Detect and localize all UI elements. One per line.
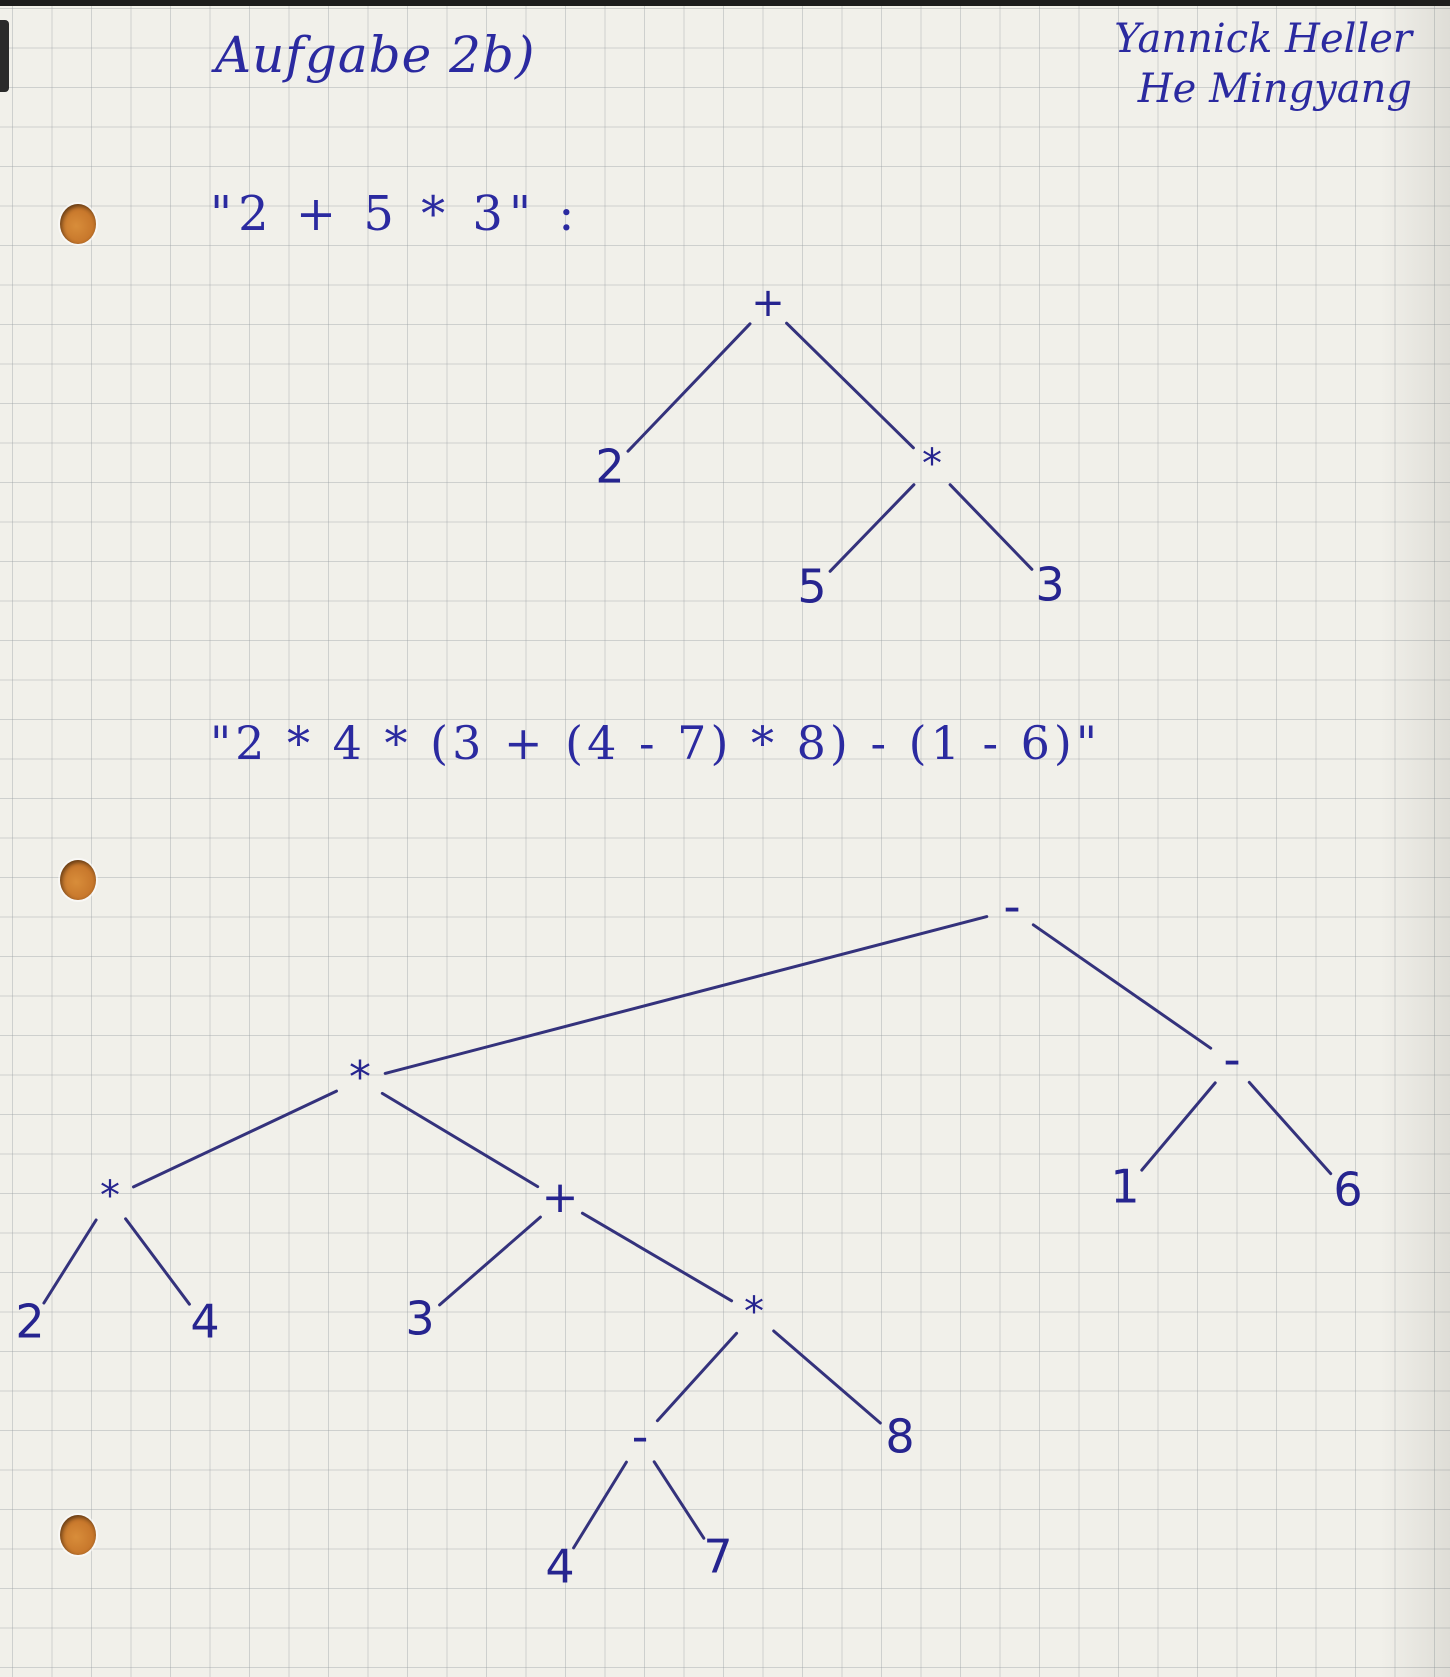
tree-node: 3 — [405, 1292, 434, 1346]
tree-edge — [42, 1218, 98, 1305]
tree-edge — [655, 1331, 739, 1423]
tree-edge — [383, 915, 989, 1075]
tree-edge — [948, 483, 1034, 571]
tree-edge — [652, 1460, 706, 1540]
tree-edge — [132, 1089, 338, 1189]
tree-node: 2 — [595, 440, 624, 494]
binder-edge-mark — [0, 20, 9, 92]
tree-node: - — [1003, 879, 1020, 935]
tree-edge — [626, 322, 752, 453]
page-heading: Aufgabe 2b) — [215, 26, 536, 84]
tree-node: * — [349, 1052, 371, 1103]
tree-edge — [1031, 923, 1213, 1050]
tree-edge — [380, 1091, 540, 1189]
tree-node: + — [751, 280, 785, 326]
tree-edge — [1247, 1080, 1333, 1176]
tree-node: 6 — [1333, 1163, 1362, 1217]
expression-2: "2 * 4 * (3 + (4 - 7) * 8) - (1 - 6)" — [210, 716, 1102, 770]
tree-edge — [828, 483, 916, 573]
page-shadow — [1380, 0, 1450, 1677]
tree-edge — [124, 1217, 191, 1306]
tree-nodes: +2 * 5 3 - * - * +2 4 3 * - 8 4 7 1 6 — [15, 280, 1362, 1594]
tree-edge — [438, 1215, 542, 1307]
tree-edge — [572, 1460, 628, 1550]
tree-node: - — [632, 1410, 649, 1464]
tree-edge — [580, 1211, 734, 1303]
tree-node: 1 — [1110, 1160, 1139, 1214]
author-line-2: He Mingyang — [1137, 66, 1412, 112]
tree-node: 2 — [15, 1295, 44, 1349]
tree-node: 3 — [1035, 558, 1064, 612]
tree-edges — [42, 321, 1333, 1550]
tree-node: * — [100, 1173, 120, 1219]
tree-node: 4 — [545, 1540, 574, 1594]
punch-hole-icon — [60, 860, 96, 900]
tree-node: + — [542, 1172, 579, 1223]
punch-hole-icon — [60, 1515, 96, 1555]
tree-node: 7 — [703, 1530, 732, 1584]
author-line-1: Yannick Heller — [1114, 16, 1412, 62]
tree-node: 4 — [190, 1295, 219, 1349]
expression-1: "2 + 5 * 3" : — [210, 186, 581, 242]
tree-edge — [785, 321, 915, 450]
tree-node: - — [1223, 1032, 1240, 1088]
photo-top-edge — [0, 0, 1450, 6]
punch-hole-icon — [60, 204, 96, 244]
tree-node: * — [922, 441, 942, 487]
author-signature: Yannick Heller He Mingyang — [1052, 14, 1412, 134]
tree-node: 5 — [797, 560, 826, 614]
tree-edge — [772, 1329, 882, 1425]
tree-node: * — [744, 1289, 764, 1335]
tree-edge — [1140, 1081, 1217, 1172]
tree-node: 8 — [885, 1410, 914, 1464]
